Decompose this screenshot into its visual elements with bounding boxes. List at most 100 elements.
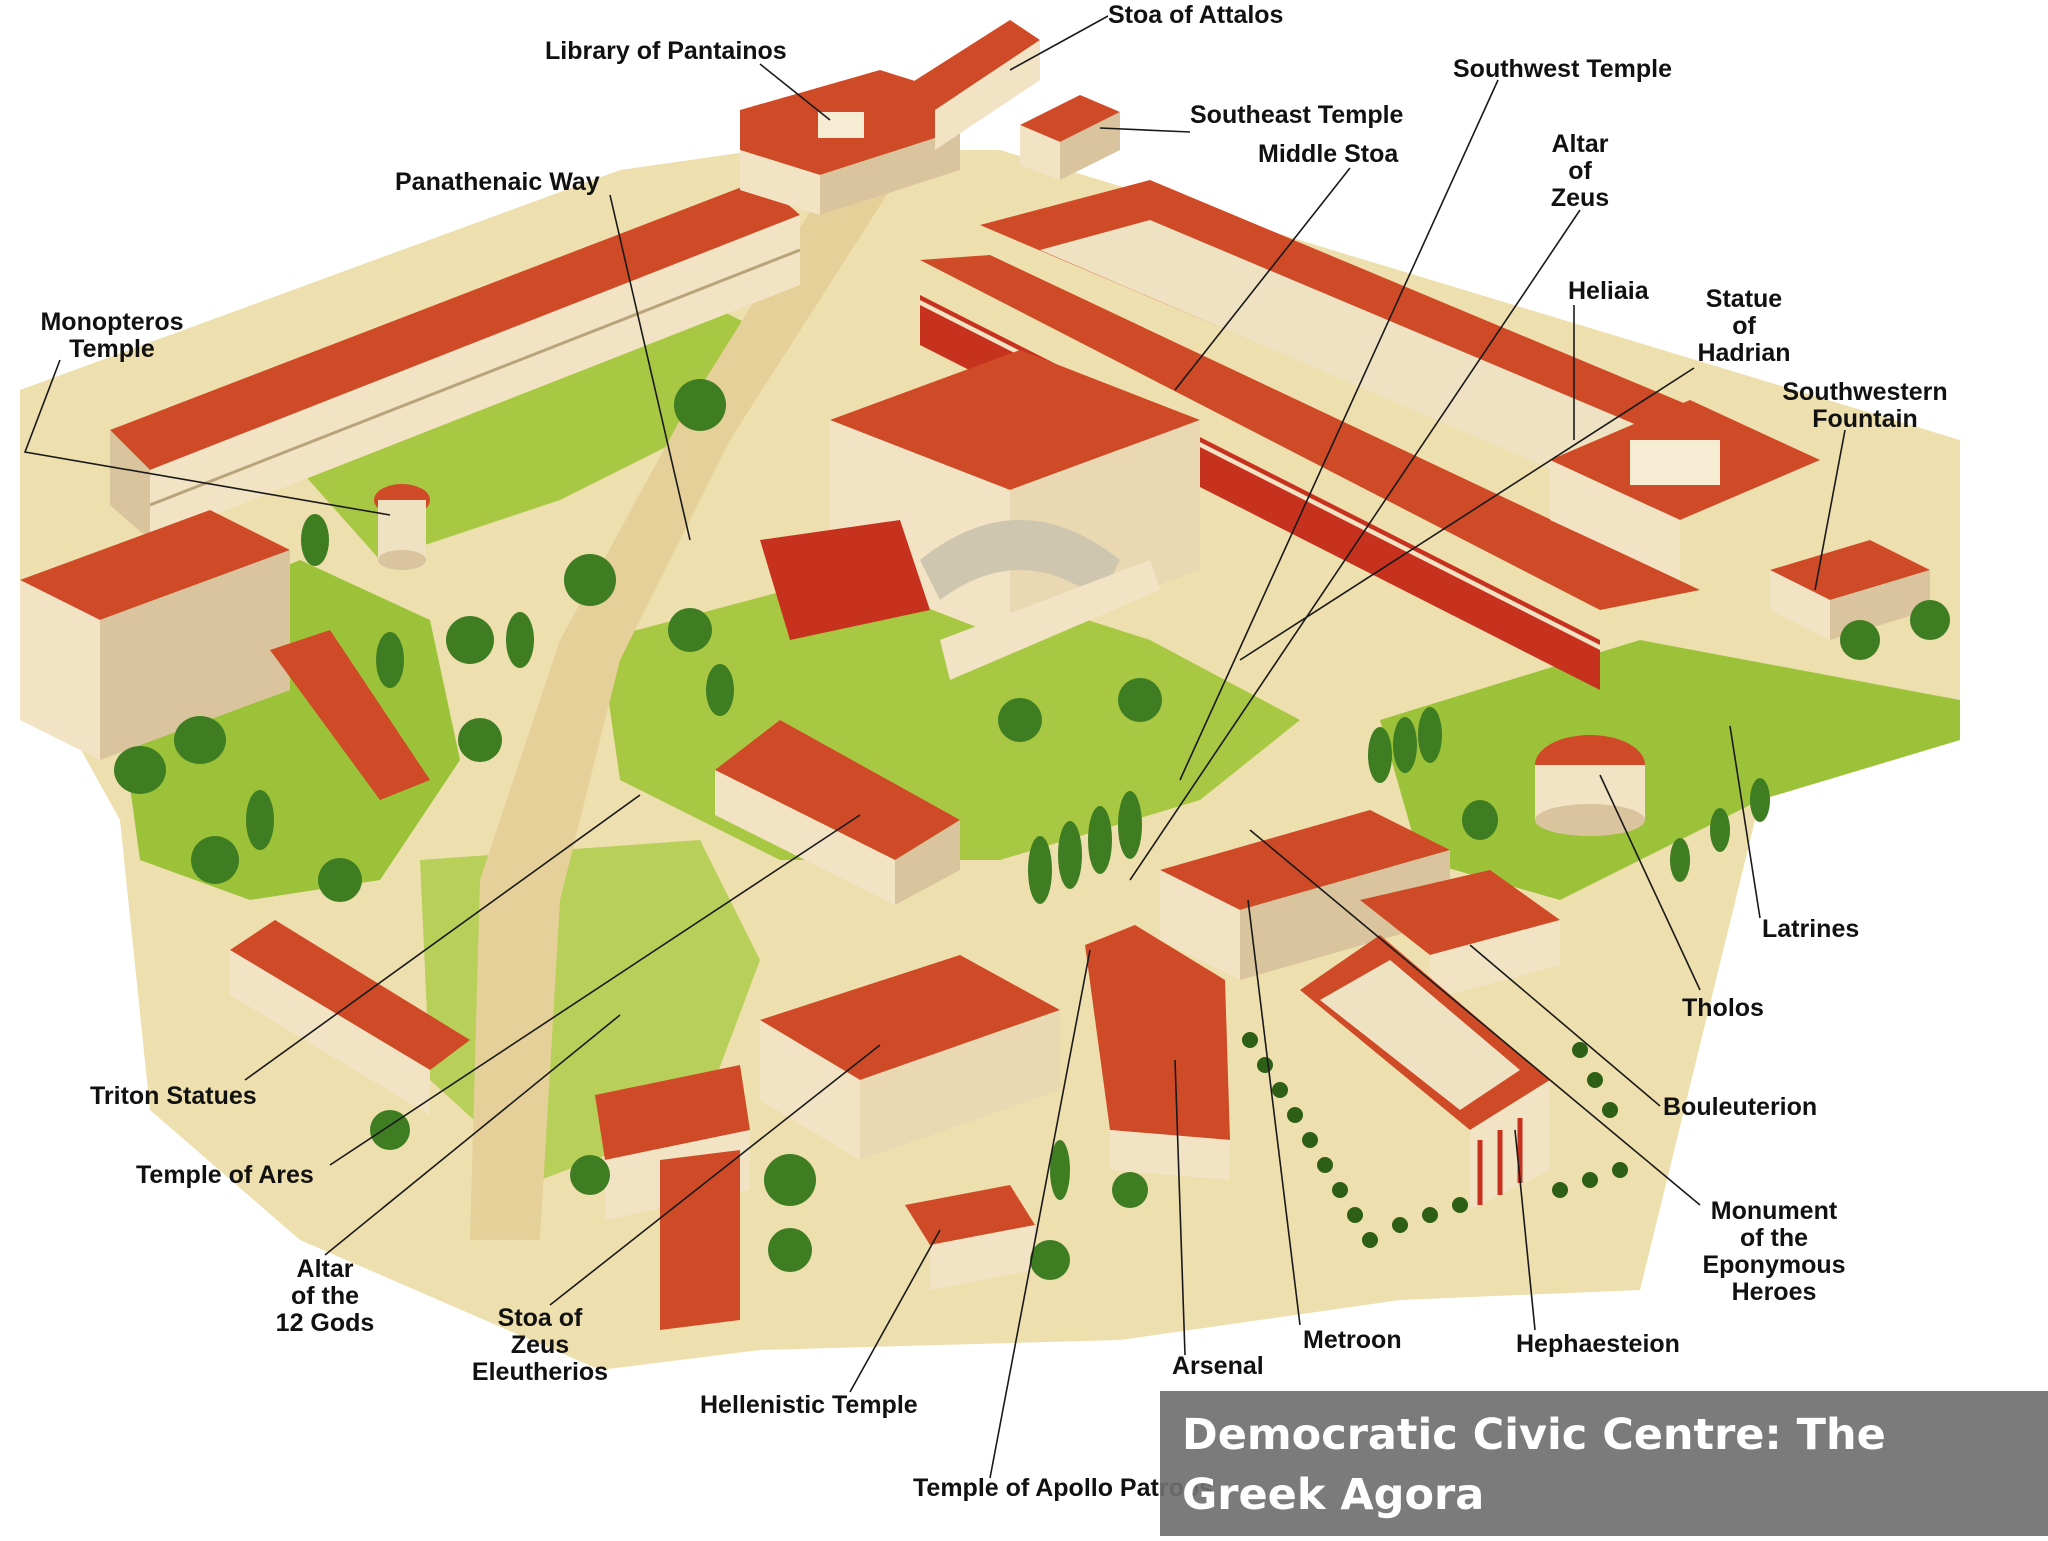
leader-line-stoa-of-attalos xyxy=(1009,15,1109,71)
label-latrines: Latrines xyxy=(1762,916,1859,943)
label-line: Monopteros xyxy=(40,308,184,336)
label-library-of-pantainos: Library of Pantainos xyxy=(545,38,787,65)
label-line: Hadrian xyxy=(1697,339,1791,367)
label-line: of xyxy=(1732,312,1756,340)
label-line: 12 Gods xyxy=(275,1309,375,1337)
panathenaic-way-road xyxy=(470,180,890,1240)
label-line: of the xyxy=(290,1282,360,1310)
label-hellenistic-temple: Hellenistic Temple xyxy=(700,1392,918,1419)
label-line: Panathenaic Way xyxy=(395,168,600,196)
stoa-of-zeus-building xyxy=(595,1065,750,1330)
label-line: Heroes xyxy=(1731,1278,1817,1306)
metroon-building xyxy=(1160,810,1450,980)
label-line: Altar xyxy=(296,1255,354,1283)
odeion-courtyard-wall xyxy=(940,560,1160,680)
label-line: Middle Stoa xyxy=(1258,140,1399,168)
leader-line-southeast-temple xyxy=(1099,127,1191,133)
leader-line-hephaesteion xyxy=(1514,1129,1536,1331)
label-line: Southeast Temple xyxy=(1190,101,1404,129)
label-line: Hellenistic Temple xyxy=(700,1391,918,1419)
leader-lines xyxy=(23,15,1846,1479)
hellenistic-temple-building xyxy=(905,1185,1035,1290)
label-line: Heliaia xyxy=(1568,277,1649,305)
label-line: Monument xyxy=(1710,1197,1838,1225)
label-line: Triton Statues xyxy=(90,1082,257,1110)
label-line: Southwestern xyxy=(1782,378,1948,406)
caption-box: Democratic Civic Centre: The Greek Agora xyxy=(1160,1391,2048,1536)
label-line: Statue xyxy=(1705,285,1783,313)
leader-line-tholos xyxy=(1599,774,1701,991)
label-line: Stoa of Attalos xyxy=(1108,1,1284,29)
monopteros-temple-building xyxy=(374,484,430,570)
leader-line-panathenaic-way xyxy=(609,194,691,541)
label-panathenaic-way: Panathenaic Way xyxy=(395,169,600,196)
label-line: Eponymous xyxy=(1702,1251,1846,1279)
label-line: Library of Pantainos xyxy=(545,37,787,65)
label-tholos: Tholos xyxy=(1682,995,1764,1022)
bouleuterion-building xyxy=(1360,870,1560,1000)
label-line: of the xyxy=(1739,1224,1809,1252)
label-metroon: Metroon xyxy=(1303,1327,1402,1354)
leader-line-southwestern-fountain xyxy=(1814,429,1846,591)
arsenal-building xyxy=(1085,925,1230,1180)
heliaia-building xyxy=(1550,400,1820,580)
label-line: Bouleuterion xyxy=(1663,1093,1818,1121)
stoa-of-attalos-building xyxy=(110,180,801,540)
label-line: Zeus xyxy=(510,1331,570,1359)
label-middle-stoa: Middle Stoa xyxy=(1258,141,1398,168)
leader-line-bouleuterion xyxy=(1469,944,1661,1107)
label-temple-of-ares: Temple of Ares xyxy=(136,1162,314,1189)
label-southeast-temple: Southeast Temple xyxy=(1190,102,1403,129)
label-stoa-of-attalos: Stoa of Attalos xyxy=(1108,2,1283,29)
leader-line-altar-of-zeus xyxy=(1129,209,1581,881)
trees xyxy=(114,379,1950,1280)
label-heliaia: Heliaia xyxy=(1568,278,1649,305)
hephaesteion-tree-rows xyxy=(1242,1032,1628,1248)
leader-line-arsenal xyxy=(1174,1059,1186,1356)
leader-line-altar-of-the-12-gods xyxy=(324,1014,621,1256)
label-arsenal: Arsenal xyxy=(1172,1353,1264,1380)
label-line: Tholos xyxy=(1682,994,1764,1022)
label-line: Southwest Temple xyxy=(1453,55,1673,83)
caption-title: Democratic Civic Centre: The Greek Agora xyxy=(1182,1410,1886,1520)
leader-line-monopteros-temple xyxy=(23,359,391,516)
temple-of-ares-building xyxy=(715,720,960,905)
leader-line-middle-stoa xyxy=(1174,167,1351,391)
leader-line-southwest-temple xyxy=(1179,79,1499,781)
leader-line-monument-of-the-eponymous-heroes xyxy=(1249,829,1701,1206)
label-line: Latrines xyxy=(1762,915,1860,943)
label-line: Eleutherios xyxy=(471,1358,609,1386)
west-building xyxy=(20,510,430,800)
label-hephaesteion: Hephaesteion xyxy=(1516,1331,1680,1358)
label-triton-statues: Triton Statues xyxy=(90,1083,257,1110)
label-line: of xyxy=(1568,157,1592,185)
odeion-building xyxy=(760,350,1200,640)
leader-line-stoa-of-zeus-eleutherios xyxy=(549,1044,881,1306)
label-line: Stoa of xyxy=(497,1304,583,1332)
label-bouleuterion: Bouleuterion xyxy=(1663,1094,1817,1121)
leader-line-latrines xyxy=(1729,725,1761,919)
leader-line-hellenistic-temple xyxy=(849,1229,941,1393)
temple-of-apollo-building xyxy=(760,955,1060,1160)
leader-line-temple-of-apollo-patroos xyxy=(989,949,1091,1479)
leader-line-library-of-pantainos xyxy=(759,63,831,121)
east-stoa-building xyxy=(980,180,1820,510)
label-line: Temple of Ares xyxy=(136,1161,314,1189)
label-line: Fountain xyxy=(1812,405,1918,433)
label-line: Altar xyxy=(1551,130,1609,158)
label-line: Arsenal xyxy=(1172,1352,1264,1380)
stoa-west-building xyxy=(230,920,470,1115)
tholos-building xyxy=(1535,735,1645,836)
leader-line-temple-of-ares xyxy=(329,814,861,1166)
label-line: Zeus xyxy=(1550,184,1610,212)
leader-line-metroon xyxy=(1247,899,1301,1326)
